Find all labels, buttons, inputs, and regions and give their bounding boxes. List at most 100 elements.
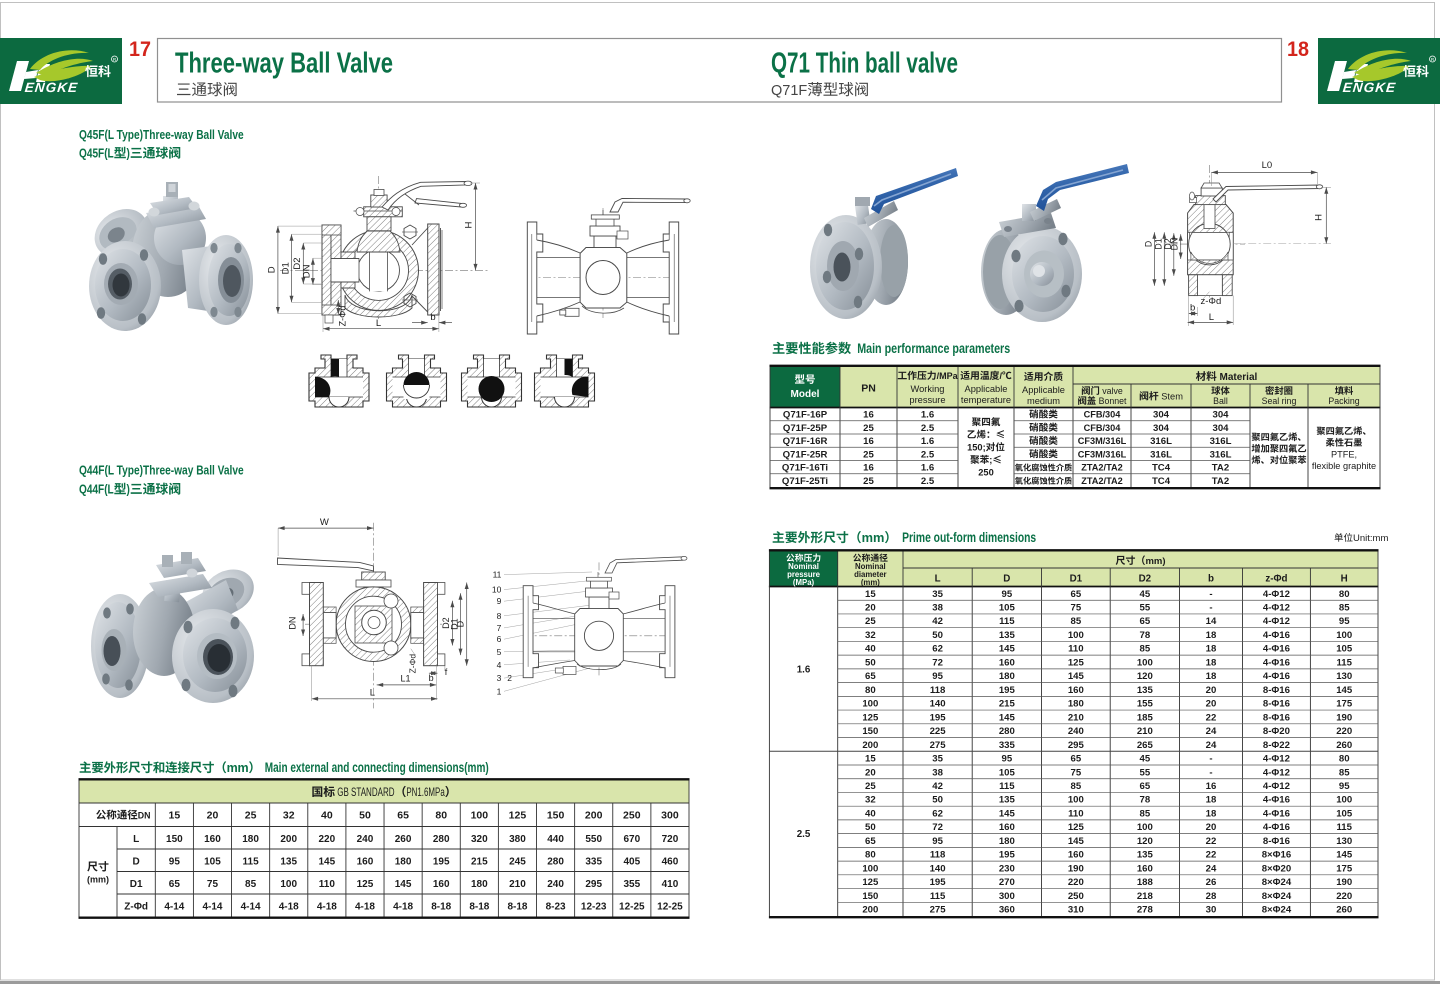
svg-text:118: 118 — [930, 685, 946, 696]
svg-text:35: 35 — [932, 754, 943, 765]
svg-text:GB STANDARD: GB STANDARD — [337, 785, 394, 799]
svg-text:550: 550 — [585, 834, 602, 845]
svg-text:Q45F(L: Q45F(L — [79, 147, 114, 161]
svg-text:140: 140 — [930, 699, 946, 710]
svg-text:100: 100 — [1137, 822, 1153, 833]
svg-text:-: - — [1209, 589, 1212, 600]
svg-text:118: 118 — [930, 850, 946, 861]
svg-text:4-Φ16: 4-Φ16 — [1263, 671, 1290, 682]
svg-text:100: 100 — [862, 863, 878, 874]
svg-text:medium: medium — [1027, 396, 1060, 406]
svg-text:65: 65 — [397, 810, 409, 822]
svg-text:ZTA2/TA2: ZTA2/TA2 — [1081, 463, 1123, 473]
svg-text:H: H — [1341, 574, 1348, 585]
svg-text:8×Φ24: 8×Φ24 — [1262, 891, 1292, 902]
svg-text:180: 180 — [395, 857, 412, 868]
svg-text:CFB/304: CFB/304 — [1084, 410, 1122, 420]
svg-text:200: 200 — [280, 834, 297, 845]
svg-text:100: 100 — [1137, 657, 1153, 668]
svg-text:4-Φ12: 4-Φ12 — [1263, 603, 1290, 614]
svg-text:160: 160 — [999, 822, 1015, 833]
svg-text:145: 145 — [999, 644, 1016, 655]
svg-text:L: L — [133, 834, 139, 845]
svg-text:20: 20 — [1206, 699, 1217, 710]
svg-text:6: 6 — [497, 634, 502, 644]
svg-text:304: 304 — [1153, 410, 1170, 421]
svg-text:CF3M/316L: CF3M/316L — [1078, 449, 1127, 459]
svg-text:40: 40 — [865, 808, 876, 819]
svg-text:8×Φ20: 8×Φ20 — [1262, 863, 1291, 874]
svg-text:115: 115 — [243, 857, 260, 868]
svg-text:335: 335 — [585, 857, 602, 868]
svg-text:b: b — [430, 312, 435, 323]
svg-text:295: 295 — [585, 879, 602, 890]
svg-text:-: - — [1209, 767, 1212, 778]
svg-text:405: 405 — [623, 857, 640, 868]
svg-text:22: 22 — [1206, 712, 1217, 723]
svg-text:50: 50 — [932, 795, 943, 806]
svg-text:mm): mm) — [1145, 556, 1165, 567]
svg-text:180: 180 — [242, 834, 259, 845]
svg-text:195: 195 — [930, 712, 947, 723]
svg-text:20: 20 — [865, 603, 876, 614]
svg-text:Z-Φd: Z-Φd — [337, 306, 347, 327]
svg-text:8×Φ16: 8×Φ16 — [1262, 850, 1291, 861]
svg-text:DN: DN — [288, 617, 298, 630]
svg-text:20: 20 — [207, 810, 219, 822]
svg-text:280: 280 — [999, 726, 1015, 737]
svg-text:12-25: 12-25 — [619, 902, 645, 913]
svg-text:160: 160 — [357, 857, 374, 868]
svg-text:120: 120 — [1137, 836, 1153, 847]
svg-text:4-Φ16: 4-Φ16 — [1263, 822, 1290, 833]
svg-text:D1: D1 — [280, 262, 291, 274]
svg-text:25: 25 — [863, 449, 874, 460]
svg-text:Main external and connecting d: Main external and connecting dimensions(… — [265, 760, 489, 775]
svg-text:ENGKE: ENGKE — [1342, 80, 1397, 95]
svg-text:Main performance parameters: Main performance parameters — [857, 341, 1010, 356]
svg-text:160: 160 — [433, 879, 450, 890]
svg-text:18: 18 — [1206, 808, 1217, 819]
svg-text:42: 42 — [932, 616, 943, 627]
svg-text:50: 50 — [865, 657, 876, 668]
svg-text:55: 55 — [1140, 603, 1151, 614]
svg-text:Q71F-16P: Q71F-16P — [783, 410, 828, 421]
svg-text:28: 28 — [1206, 891, 1217, 902]
svg-text:14: 14 — [1206, 616, 1217, 627]
svg-text:Q71F-16R: Q71F-16R — [783, 436, 828, 447]
svg-text:): ) — [127, 483, 130, 497]
svg-text:R: R — [113, 57, 117, 62]
svg-text:1.6: 1.6 — [921, 463, 934, 474]
svg-text:Q71F-25R: Q71F-25R — [783, 449, 828, 460]
svg-text:8×Φ24: 8×Φ24 — [1262, 877, 1292, 888]
svg-text:250: 250 — [1068, 891, 1084, 902]
svg-text:460: 460 — [662, 857, 679, 868]
svg-text:24: 24 — [1206, 726, 1217, 737]
svg-text:2.5: 2.5 — [921, 449, 935, 460]
svg-text:180: 180 — [471, 879, 488, 890]
svg-text:Material: Material — [1219, 372, 1257, 383]
svg-text:135: 135 — [280, 857, 297, 868]
svg-text:4-18: 4-18 — [355, 902, 375, 913]
svg-text:410: 410 — [662, 879, 679, 890]
svg-text:100: 100 — [1336, 795, 1352, 806]
svg-text:155: 155 — [1137, 699, 1154, 710]
svg-text:12-23: 12-23 — [581, 902, 607, 913]
svg-text:L0: L0 — [1262, 160, 1273, 171]
svg-text:72: 72 — [932, 657, 943, 668]
svg-text:125: 125 — [509, 810, 527, 822]
svg-text:85: 85 — [1339, 767, 1350, 778]
svg-text:8-Φ16: 8-Φ16 — [1263, 836, 1290, 847]
svg-text:22: 22 — [1206, 836, 1217, 847]
svg-text:): ) — [127, 147, 130, 161]
svg-text:-: - — [1209, 754, 1212, 765]
svg-text:4-14: 4-14 — [202, 902, 222, 913]
svg-text:115: 115 — [999, 616, 1015, 627]
svg-text:75: 75 — [1071, 603, 1082, 614]
svg-text:130: 130 — [1336, 836, 1352, 847]
svg-text:220: 220 — [319, 834, 336, 845]
svg-text:150: 150 — [862, 891, 878, 902]
svg-text:125: 125 — [1068, 657, 1085, 668]
svg-text:PTFE,: PTFE, — [1331, 449, 1357, 459]
svg-text:8-18: 8-18 — [469, 902, 489, 913]
svg-text:145: 145 — [395, 879, 412, 890]
